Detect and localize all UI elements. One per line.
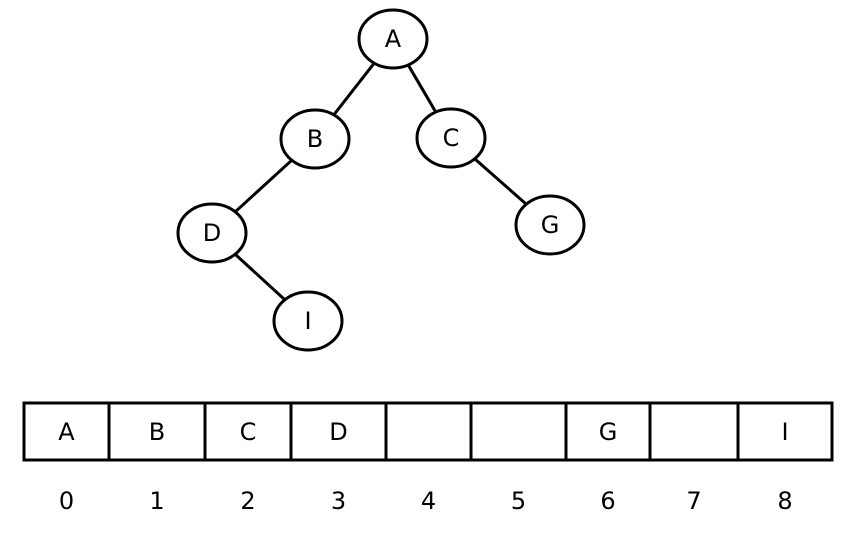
array-cell-value: B (149, 418, 165, 446)
tree-edges (234, 62, 528, 301)
tree-node-label: B (307, 125, 323, 153)
array-cell-1: B (107, 403, 165, 460)
array-cell-3: D (289, 403, 348, 460)
tree-edge-b-d (234, 159, 293, 213)
array-index-label: 8 (777, 487, 792, 515)
tree-edge-a-c (406, 64, 438, 113)
tree-node-circle (357, 8, 429, 70)
tree-node-label: G (541, 211, 560, 239)
tree-node-a: A (357, 8, 429, 70)
tree-node-label: I (304, 307, 311, 335)
tree-node-label: A (385, 25, 402, 53)
array-index-label: 2 (240, 487, 255, 515)
tree-node-d: D (176, 202, 248, 264)
array-cell-8: I (736, 403, 789, 460)
tree-node-b: B (279, 108, 351, 170)
tree-edge-c-g (473, 157, 528, 206)
tree-node-circle (279, 108, 351, 170)
array-index-label: 1 (149, 487, 164, 515)
array-index-label: 3 (331, 487, 346, 515)
array-cell-value: D (329, 418, 347, 446)
array-index-label: 0 (59, 487, 74, 515)
tree-node-c: C (415, 107, 487, 169)
tree-nodes: A B C D G I (176, 8, 586, 352)
tree-node-circle (176, 202, 248, 264)
array-index-label: 5 (511, 487, 526, 515)
array-index-label: 6 (600, 487, 615, 515)
array-cell-value: G (599, 418, 618, 446)
array-cell-6: G (564, 403, 618, 460)
tree-node-i: I (272, 290, 344, 352)
array-indices: 0 1 2 3 4 5 6 7 8 (59, 487, 793, 515)
tree-node-label: C (443, 124, 460, 152)
tree-node-label: D (203, 219, 221, 247)
tree-node-circle (514, 194, 586, 256)
array-index-label: 7 (686, 487, 701, 515)
tree-node-g: G (514, 194, 586, 256)
tree-node-circle (415, 107, 487, 169)
tree-edge-a-b (332, 62, 376, 116)
array-cell-value: C (240, 418, 257, 446)
array-index-label: 4 (421, 487, 436, 515)
tree-node-circle (272, 290, 344, 352)
array-cell-value: I (781, 418, 788, 446)
array-cell-0: A (58, 418, 75, 446)
array-cell-value: A (58, 418, 75, 446)
array-outline (22, 401, 834, 462)
array-cell-2: C (203, 403, 257, 460)
tree-edge-d-i (234, 253, 286, 301)
